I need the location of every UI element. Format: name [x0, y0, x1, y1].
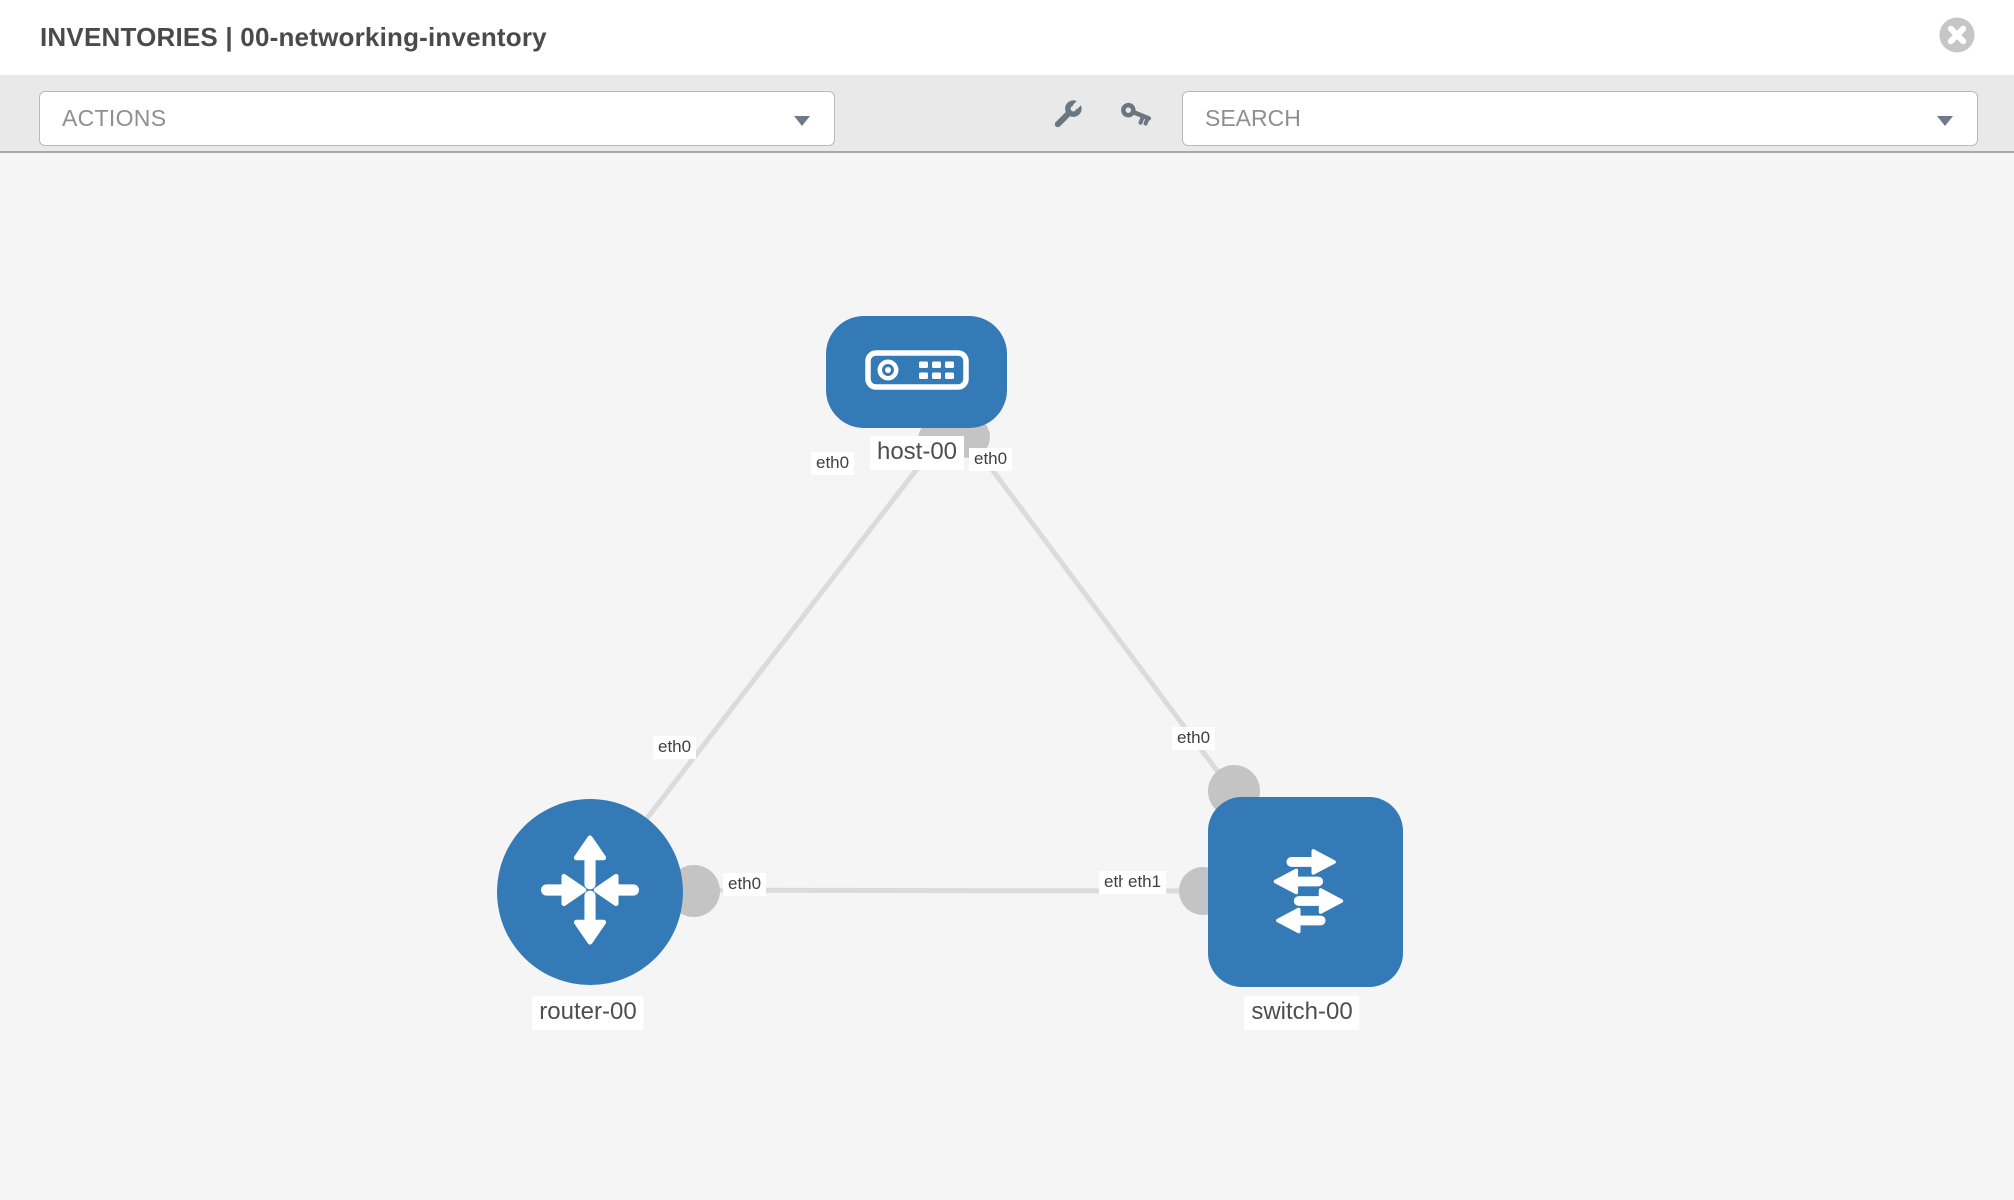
actions-dropdown[interactable]: ACTIONS [39, 91, 835, 146]
interface-label-eth0: eth0 [1172, 727, 1216, 750]
interface-label-eth0: eth0 [969, 448, 1013, 471]
node-host-00[interactable] [826, 316, 1007, 428]
router-arrows-icon [528, 828, 652, 957]
wrench-icon [1047, 100, 1087, 138]
server-icon [864, 349, 969, 396]
page-header: INVENTORIES | 00-networking-inventory [0, 0, 2014, 75]
interface-label-eth1-front: eth1 [1123, 871, 1167, 894]
search-dropdown[interactable] [1182, 91, 1978, 146]
close-icon [1938, 17, 1976, 57]
credentials-button[interactable] [1115, 95, 1155, 135]
key-icon [1115, 102, 1155, 138]
topology-canvas[interactable]: host-00 router-00 switch-00 eth0 eth0 et… [0, 153, 2014, 1200]
node-label-router: router-00 [532, 996, 644, 1030]
toolbar: ACTIONS [0, 75, 2014, 153]
interface-label-eth0: eth0 [723, 873, 767, 896]
node-label-switch: switch-00 [1244, 996, 1360, 1030]
topology-wires [588, 416, 1260, 917]
node-switch-00[interactable] [1208, 797, 1403, 987]
caret-down-icon [1937, 114, 1953, 132]
node-router-00[interactable] [497, 799, 683, 985]
actions-dropdown-label: ACTIONS [62, 105, 167, 131]
node-label-host: host-00 [869, 436, 965, 470]
interface-label-eth0: eth0 [653, 736, 697, 759]
close-button[interactable] [1938, 16, 1976, 54]
interface-label-eth0: eth0 [811, 452, 855, 475]
caret-down-icon [794, 114, 810, 132]
search-input[interactable] [1205, 105, 1977, 132]
link-host-router[interactable] [588, 436, 943, 894]
tools-button[interactable] [1047, 95, 1087, 135]
switch-arrows-icon [1243, 829, 1369, 956]
page-title: INVENTORIES | 00-networking-inventory [40, 22, 547, 52]
